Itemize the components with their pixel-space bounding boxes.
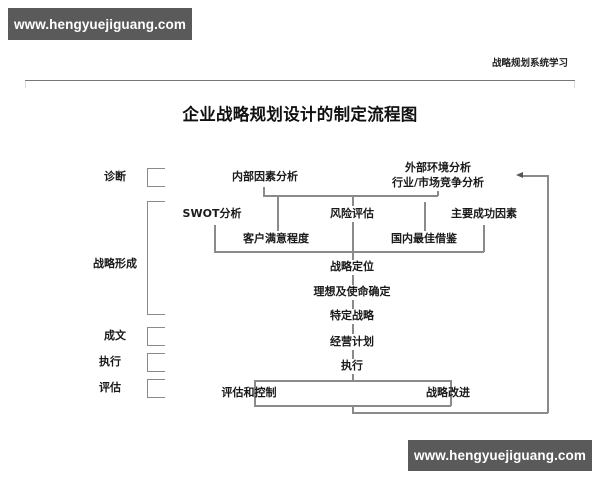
connector-to-positioning	[352, 251, 354, 260]
connector-key-success	[483, 225, 485, 252]
node-execution: 执行	[341, 359, 363, 373]
feedback-right	[547, 175, 549, 413]
node-specific-strategy: 特定战略	[330, 309, 374, 323]
eval-loop-right	[450, 380, 452, 406]
feedback-top	[522, 175, 548, 177]
connector-to-specific	[352, 300, 354, 309]
bracket-execution	[147, 353, 165, 372]
bracket-evaluation	[147, 379, 165, 398]
node-strategic-positioning: 战略定位	[330, 260, 374, 274]
eval-loop-top	[254, 380, 451, 382]
connector-diagnosis-bar	[263, 195, 438, 197]
node-key-success-factors: 主要成功因素	[451, 207, 517, 221]
header-divider	[25, 80, 575, 88]
node-business-plan: 经营计划	[330, 335, 374, 349]
connector-internal-drop	[263, 187, 265, 196]
connector-swot	[214, 225, 216, 252]
watermark-badge-top: www.hengyuejiguang.com	[8, 8, 192, 40]
node-risk-assessment: 风险评估	[330, 207, 374, 221]
connector-customer	[277, 195, 279, 231]
connector-to-mission	[352, 275, 354, 285]
feedback-drop	[352, 405, 354, 413]
feedback-bottom	[352, 412, 548, 414]
connector-benchmark	[424, 202, 426, 231]
node-swot: SWOT分析	[182, 207, 242, 221]
stage-label-execution: 执行	[99, 355, 121, 369]
connector-to-execute	[352, 350, 354, 359]
connector-external-drop	[437, 191, 439, 196]
stage-label-evaluation: 评估	[99, 381, 121, 395]
node-internal-analysis: 内部因素分析	[232, 170, 298, 184]
eval-loop-left	[254, 380, 256, 406]
header-caption: 战略规划系统学习	[491, 58, 568, 69]
node-strategy-improvement: 战略改进	[426, 386, 470, 400]
connector-to-plan	[352, 324, 354, 334]
bracket-diagnosis	[147, 168, 165, 187]
connector-factors-bar	[214, 251, 484, 253]
node-industry-analysis: 行业/市场竞争分析	[391, 176, 485, 190]
stage-label-documentation: 成文	[104, 329, 126, 343]
diagram-title: 企业战略规划设计的制定流程图	[182, 105, 418, 124]
feedback-arrow-icon	[516, 172, 523, 178]
connector-risk-top	[352, 195, 354, 206]
node-customer-satisfaction: 客户满意程度	[243, 232, 309, 246]
node-evaluation-control: 评估和控制	[221, 386, 277, 400]
stage-label-diagnosis: 诊断	[104, 170, 126, 184]
bracket-documentation	[147, 327, 165, 346]
connector-risk-bottom	[352, 222, 354, 252]
node-vision-mission: 理想及使命确定	[313, 285, 391, 299]
connector-to-eval	[352, 374, 354, 381]
watermark-badge-bottom: www.hengyuejiguang.com	[408, 440, 592, 471]
stage-label-formation: 战略形成	[93, 257, 137, 271]
node-external-analysis: 外部环境分析	[405, 161, 471, 175]
node-domestic-benchmark: 国内最佳借鉴	[391, 232, 457, 246]
bracket-formation	[147, 201, 165, 315]
